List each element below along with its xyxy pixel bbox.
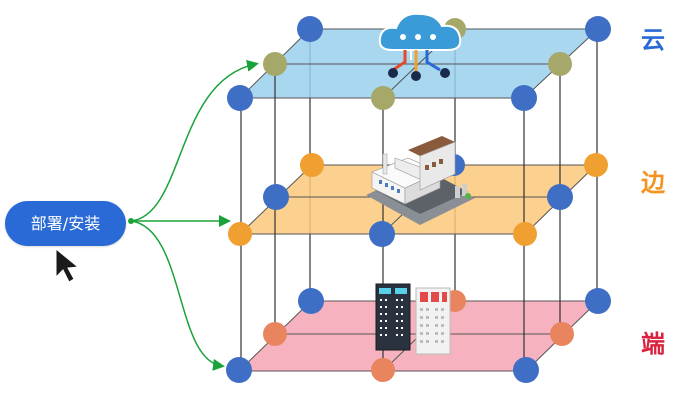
deploy-install-button[interactable]: 部署/安装 bbox=[5, 201, 126, 246]
arrow-origin-dot bbox=[128, 218, 134, 224]
edge-layer-nodes bbox=[228, 153, 608, 247]
cloud-layer-label: 云 bbox=[641, 26, 665, 54]
deploy-arrows bbox=[130, 59, 259, 371]
edge-layer-label: 边 bbox=[641, 169, 665, 197]
end-layer-label: 端 bbox=[641, 330, 665, 358]
cloud-layer-nodes bbox=[227, 16, 611, 111]
mouse-pointer-icon bbox=[55, 247, 80, 283]
factory-building-icon bbox=[366, 136, 475, 225]
cloud-computing-icon bbox=[378, 12, 462, 81]
device-cabinets-icon bbox=[375, 283, 451, 355]
